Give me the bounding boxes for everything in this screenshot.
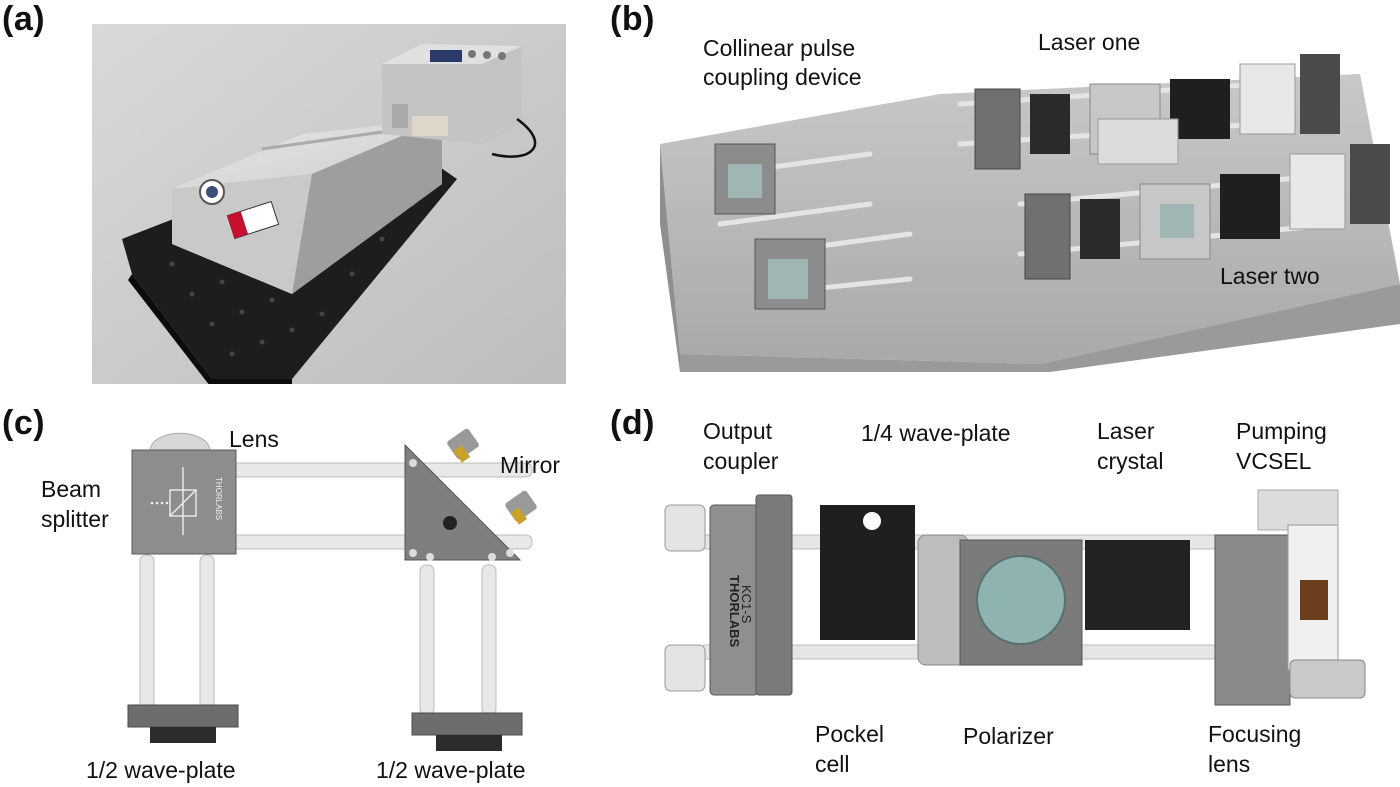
mount-model-text: KC1-S bbox=[739, 585, 754, 624]
panel-c-render: THORLABS bbox=[120, 425, 540, 755]
adjuster-knob-top bbox=[664, 504, 706, 552]
half-wave-left-label: 1/2 wave-plate bbox=[86, 757, 236, 783]
pumping-vcsel-label-line2: VCSEL bbox=[1236, 448, 1312, 474]
beam-splitter-label-line2: splitter bbox=[41, 506, 109, 532]
pumping-vcsel-label-line1: Pumping bbox=[1236, 418, 1327, 444]
panel-d-letter: (d) bbox=[610, 404, 655, 442]
micrometer bbox=[1289, 659, 1366, 699]
focusing-lens-label-line2: lens bbox=[1208, 751, 1251, 777]
thorlabs-text-d: THORLABS bbox=[727, 575, 742, 648]
laser-one-mount bbox=[974, 88, 1021, 170]
display-screen bbox=[430, 50, 462, 62]
beam-splitter-label-line1: Beam bbox=[41, 476, 102, 502]
pockel-cell-label-line2: cell bbox=[815, 751, 850, 777]
laser-crystal bbox=[1085, 540, 1190, 630]
half-wave-right-label: 1/2 wave-plate bbox=[376, 757, 526, 783]
laser-two-pockels bbox=[1080, 199, 1120, 259]
panel-b-render bbox=[660, 24, 1400, 372]
laser-two-vcsel bbox=[1289, 153, 1346, 230]
half-wave-mount-left bbox=[127, 704, 239, 728]
vcsel-mount bbox=[1287, 524, 1339, 671]
output-coupler-label-line2: coupler bbox=[703, 448, 779, 474]
laser-two-label: Laser two bbox=[1220, 263, 1320, 289]
laser-crystal-label-line2: crystal bbox=[1097, 448, 1164, 474]
panel-d-render: THORLABS KC1-S bbox=[660, 485, 1385, 710]
focusing-lens-block bbox=[1214, 534, 1291, 706]
laser-one-label: Laser one bbox=[1038, 29, 1141, 55]
collinear-label-line1: Collinear pulse bbox=[703, 35, 856, 61]
laser-crystal-label-line1: Laser bbox=[1097, 418, 1155, 444]
thorlabs-text-c: THORLABS bbox=[214, 477, 223, 520]
lens-dome bbox=[149, 432, 211, 453]
output-coupler-label-line1: Output bbox=[703, 418, 773, 444]
panel-c-letter: (c) bbox=[2, 404, 46, 442]
mirror-label: Mirror bbox=[500, 452, 561, 478]
adjuster-knob-bottom bbox=[664, 644, 706, 692]
vcsel-top-plate bbox=[1257, 489, 1339, 531]
polarizer-label: Polarizer bbox=[963, 723, 1054, 749]
laser-two-heatsink bbox=[1350, 144, 1390, 224]
half-wave-mount-right bbox=[411, 712, 523, 736]
focusing-lens-label-line1: Focusing bbox=[1208, 721, 1302, 747]
cage-rod-top bbox=[231, 462, 533, 478]
laser-one-pockels bbox=[1030, 94, 1070, 154]
laser-two-crystal bbox=[1220, 174, 1280, 239]
laser-one-crystal bbox=[1170, 79, 1230, 139]
pockel-cell-label-line1: Pockel bbox=[815, 721, 885, 747]
mirror-mount bbox=[404, 443, 522, 561]
lens-label: Lens bbox=[229, 426, 279, 452]
panel-b-letter: (b) bbox=[610, 0, 655, 38]
laser-one-heatsink bbox=[1300, 54, 1340, 134]
laser-two-mount bbox=[1024, 193, 1071, 280]
collinear-label-line2: coupling device bbox=[703, 64, 862, 90]
quarter-wave-label: 1/4 wave-plate bbox=[861, 420, 1011, 446]
laser-one-vcsel bbox=[1239, 63, 1296, 135]
panel-a-letter: (a) bbox=[2, 0, 46, 38]
panel-a-photo bbox=[92, 24, 566, 384]
